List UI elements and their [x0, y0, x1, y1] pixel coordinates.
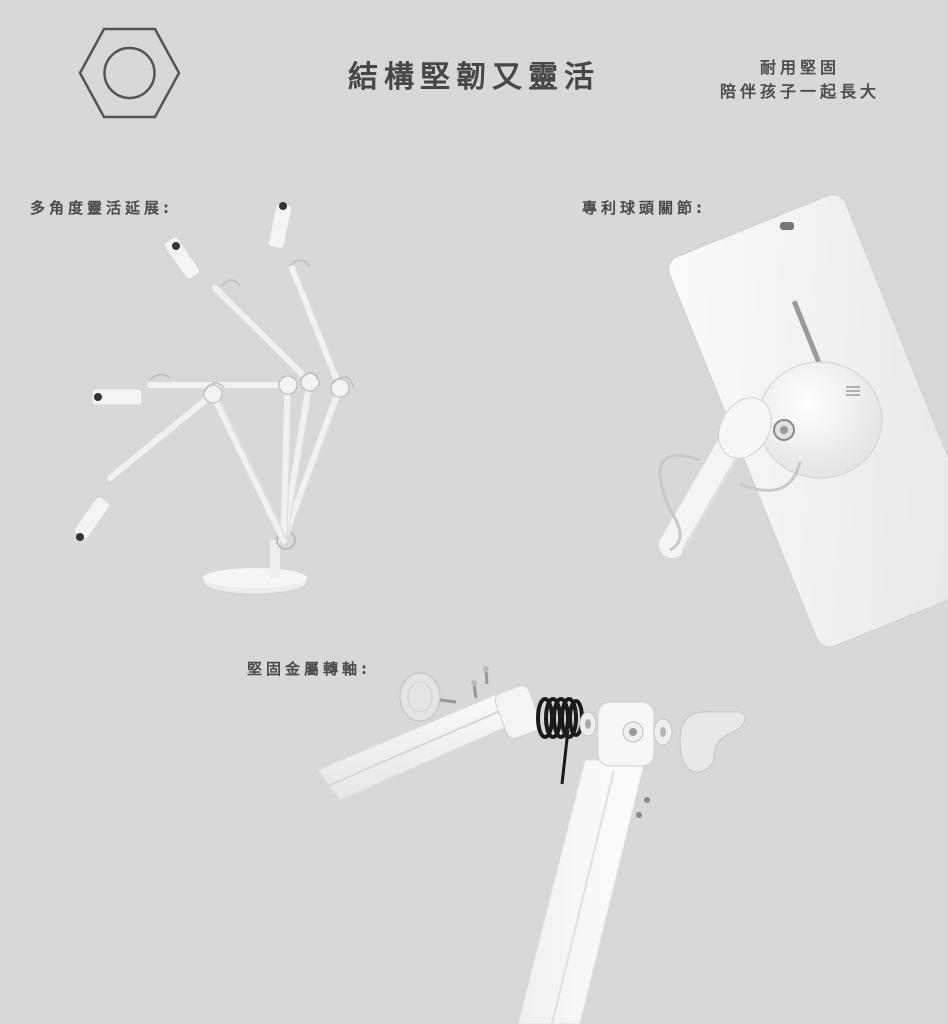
section-label-angles: 多角度靈活延展:	[30, 199, 173, 217]
subtitle-line-1: 耐用堅固	[759, 58, 840, 77]
hexagon-circle-icon	[78, 27, 181, 119]
section-label-ball-joint: 專利球頭關節:	[582, 199, 706, 217]
page-title: 結構堅韌又靈活	[348, 60, 600, 95]
subtitle-line-2: 陪伴孩子一起長大	[719, 82, 880, 101]
subtitle: 耐用堅固 陪伴孩子一起長大	[700, 56, 900, 104]
section-label-hinge: 堅固金屬轉軸:	[247, 660, 371, 678]
